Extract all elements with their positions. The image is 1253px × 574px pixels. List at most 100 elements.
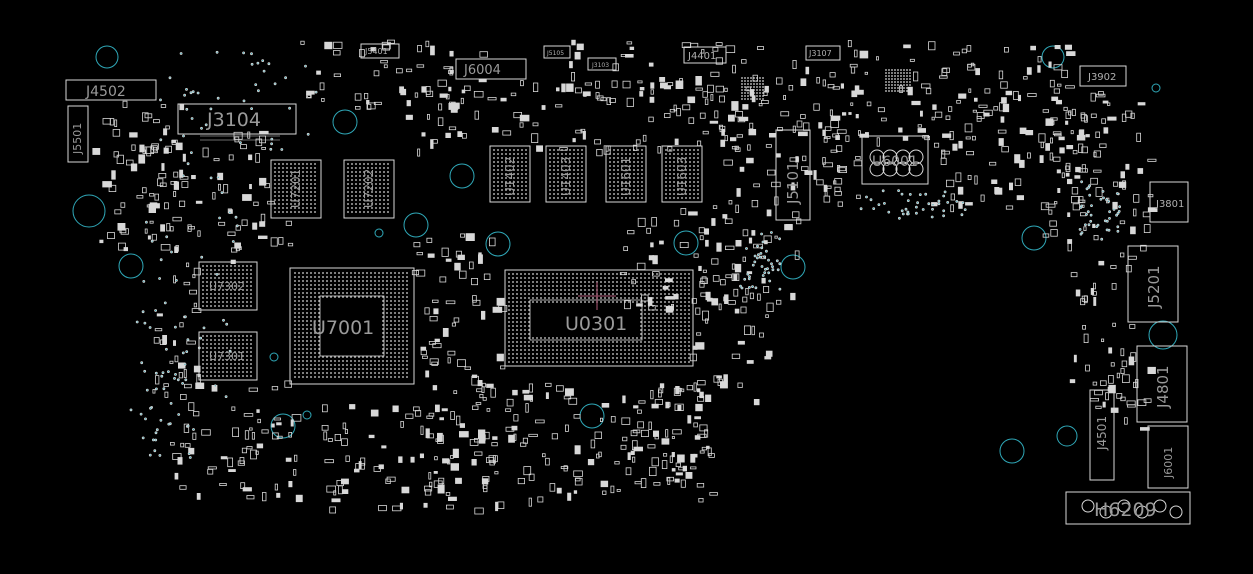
bga-ball [302,356,304,358]
bga-ball [390,288,392,290]
bga-ball [525,185,527,187]
bga-ball [552,281,554,283]
mounting-holes [72,45,1178,464]
bga-ball [355,195,357,197]
smd-part [1026,67,1032,75]
bga-ball [609,193,611,195]
bga-ball [314,292,316,294]
smd-part [433,308,439,315]
bga-ball [298,348,300,350]
smd-part [975,68,981,76]
bga-ball [680,293,682,295]
bga-ball [379,211,381,213]
bga-ball [202,305,204,307]
bga-ball [608,301,610,303]
bga-ball [383,175,385,177]
bga-ball [621,173,623,175]
bga-ball [351,203,353,205]
bga-ball [565,193,567,195]
bga-ball [242,269,244,271]
bga-ball [584,341,586,343]
bga-ball [306,183,308,185]
smd-part [728,200,733,205]
via [778,237,781,241]
bga-ball [310,304,312,306]
bga-ball [665,189,667,191]
bga-ball [234,265,236,267]
via [148,326,152,329]
smd-part [735,204,739,214]
bga-ball [298,304,300,306]
bga-ball [528,361,530,363]
bga-ball [553,185,555,187]
bga-ball [226,339,228,341]
smd-part [192,432,197,440]
bga-ball [306,195,308,197]
smd-part [652,255,658,265]
via [900,192,904,196]
bga-ball [362,276,364,278]
bga-ball [398,332,400,334]
bga-ball [202,371,204,373]
smd-part [1014,154,1021,164]
bga-ball [306,292,308,294]
bga-ball [347,171,349,173]
bga-ball [560,301,562,303]
bga-ball [672,349,674,351]
smd-part [800,78,807,87]
bga-ball [544,345,546,347]
bga-ball [390,292,392,294]
smd-part [1110,265,1117,269]
bga-ball [753,77,755,79]
bga-ball [540,341,542,343]
bga-ball [564,293,566,295]
smd-part [114,119,118,128]
bga-ball [294,320,296,322]
via [250,52,253,56]
smd-part [764,85,769,93]
bga-ball [680,337,682,339]
smd-part [455,415,461,426]
bga-ball [572,353,574,355]
bga-ball [508,273,510,275]
bga-ball [747,86,749,88]
smd-part [707,84,714,93]
smd-part [1116,372,1120,379]
bga-ball [640,309,642,311]
bga-ball [525,193,527,195]
bga-ball [580,281,582,283]
bga-ball [294,211,296,213]
bga-ball [676,277,678,279]
smd-part [637,217,646,227]
bga-ball [636,301,638,303]
bga-ball [375,175,377,177]
smd-part [693,382,697,392]
bga-ball [609,189,611,191]
smd-part [1090,177,1098,185]
smd-part [432,343,442,349]
smd-part [609,98,616,103]
bga-ball [759,77,761,79]
bga-ball [278,175,280,177]
bga-ball [378,288,380,290]
bga-ball [660,305,662,307]
bga-ball [656,357,658,359]
bga-ball [314,187,316,189]
bga-ball [652,357,654,359]
bga-ball [338,292,340,294]
smd-part [178,200,186,207]
bga-ball [640,281,642,283]
bga-ball [242,265,244,267]
smd-part [430,139,434,149]
bga-ball [302,360,304,362]
via [142,279,146,283]
hole [673,230,699,256]
bga-ball [577,157,579,159]
smd-part [232,427,240,437]
bga-ball [612,281,614,283]
bga-ball [370,276,372,278]
bga-ball [644,337,646,339]
bga-ball [379,195,381,197]
bga-ball [338,296,340,298]
via [129,408,133,412]
